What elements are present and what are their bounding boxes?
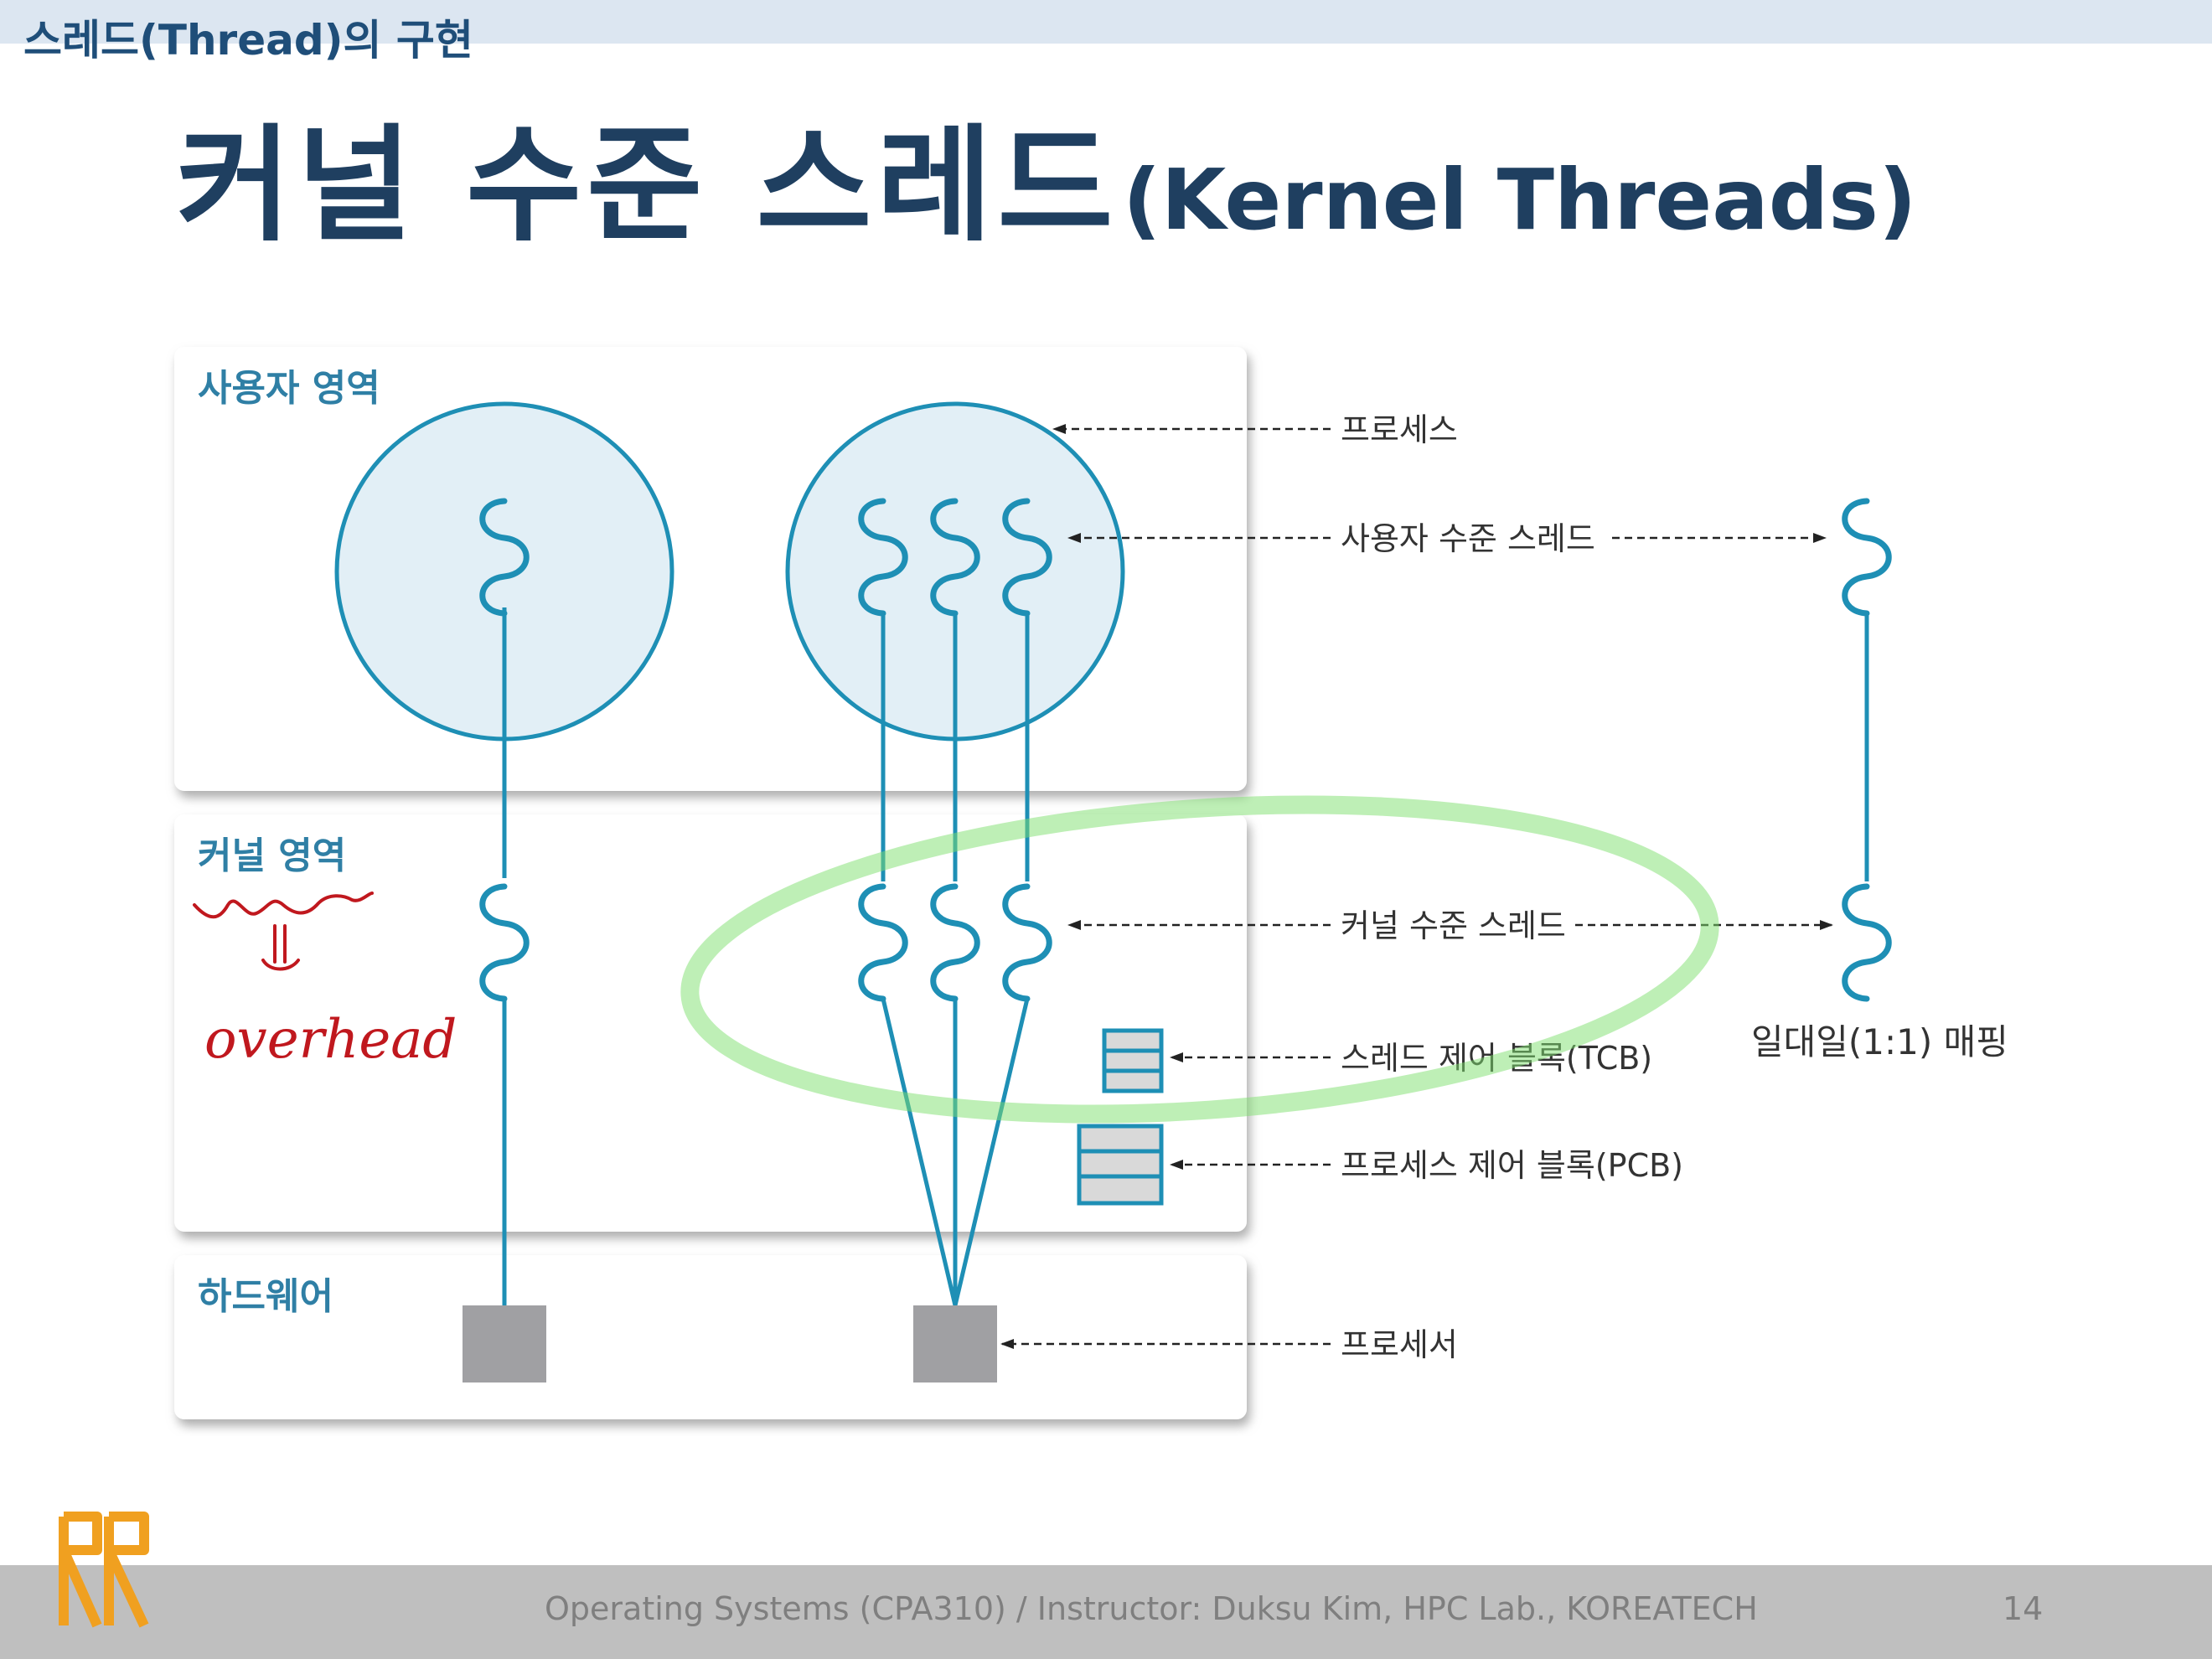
user-thread-icon: [858, 498, 908, 617]
hardware-label: 하드웨어: [198, 1275, 333, 1318]
user-thread-callout: 사용자 수준 스레드: [1341, 520, 1595, 557]
section-title: 스레드(Thread)의 구현: [23, 16, 473, 65]
kernel-thread-icon: [930, 883, 980, 1002]
kernel-thread-callout: 커널 수준 스레드: [1341, 907, 1566, 944]
processor-block-1: [463, 1305, 546, 1382]
footer-course-info: Operating Systems (CPA310) / Instructor:…: [545, 1590, 1758, 1627]
koreatech-logo-icon: [59, 1512, 149, 1628]
header-bar: [0, 0, 2212, 44]
user-thread-icon: [479, 498, 530, 617]
kernel-thread-icon: [1842, 883, 1892, 1002]
processor-callout: 프로세서: [1341, 1326, 1458, 1363]
user-thread-icon: [930, 498, 980, 617]
one-to-one-mapping-label: 일대일(1:1) 매핑: [1751, 1021, 2008, 1062]
user-thread-icon: [1002, 498, 1052, 617]
overhead-annotation-marks: [193, 892, 374, 971]
page-title: 커널 수준 스레드 (Kernel Threads): [176, 84, 1917, 266]
callout-arrows: [1000, 424, 1833, 1349]
user-space-label: 사용자 영역: [198, 367, 380, 410]
highlight-ellipse: [680, 795, 1719, 1124]
pcb-callout: 프로세스 제어 블록(PCB): [1341, 1147, 1683, 1184]
process-callout: 프로세스: [1341, 411, 1458, 448]
user-thread-icon: [1842, 498, 1892, 617]
hardware-panel: [174, 1255, 1247, 1419]
pcb-block-icon: [1077, 1124, 1164, 1206]
page-title-korean: 커널 수준 스레드: [176, 113, 1119, 259]
kernel-thread-icon: [858, 883, 908, 1002]
processor-block-2: [913, 1305, 997, 1382]
footer-bar: [0, 1565, 2212, 1659]
kernel-space-label: 커널 영역: [198, 835, 346, 877]
page-number: 14: [2003, 1590, 2044, 1627]
kernel-thread-icon: [479, 883, 530, 1002]
page-title-english: (Kernel Threads): [1123, 151, 1917, 249]
overhead-annotation: overhead: [204, 1009, 457, 1071]
kernel-thread-icon: [1002, 883, 1052, 1002]
tcb-block-icon: [1102, 1028, 1164, 1093]
